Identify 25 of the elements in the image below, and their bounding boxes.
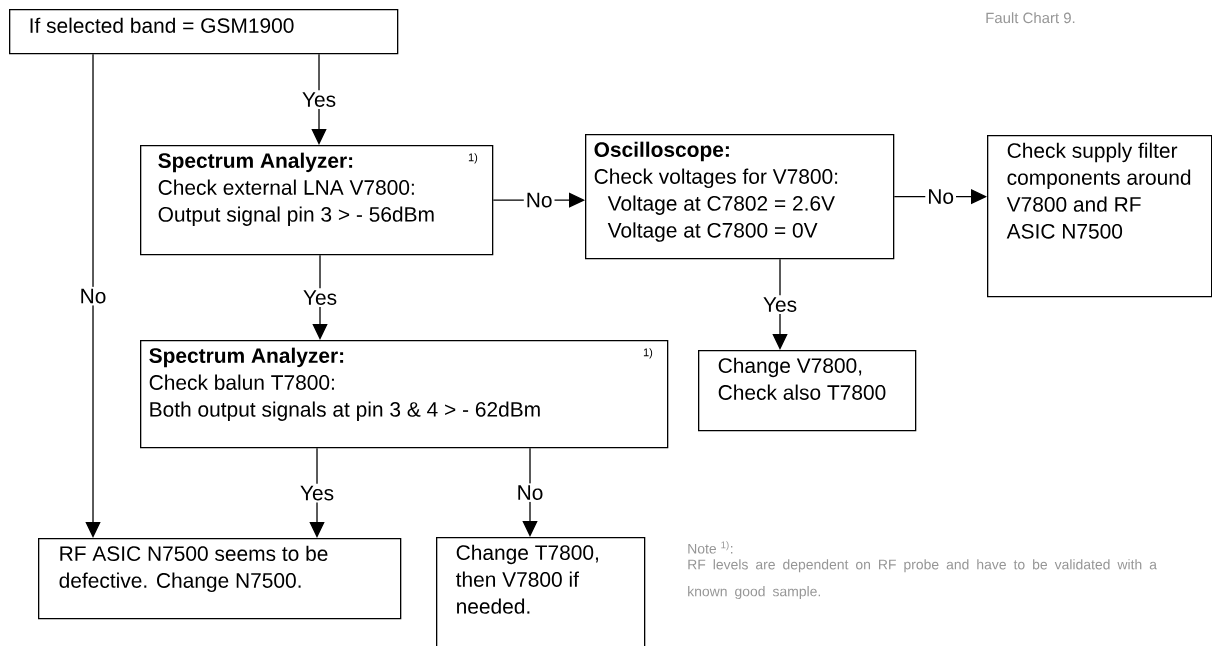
note-text: Note $^{1)}$: — [688, 541, 733, 554]
process-box: Change T7800, then V7800 if needed. — [436, 537, 646, 646]
arrow — [772, 258, 788, 350]
edge-label: Yes — [299, 90, 339, 109]
arrow — [312, 254, 328, 340]
arrow — [309, 447, 325, 538]
edge-label: No — [523, 190, 555, 210]
edge-label: No — [77, 286, 109, 306]
arrow — [522, 447, 538, 537]
footnote-mark: 1) — [643, 348, 653, 359]
edge-label: No — [514, 483, 546, 502]
process-box: Check supply filter components around V7800 and RF ASIC N7500 — [987, 135, 1212, 298]
edge-label: Yes — [300, 288, 340, 307]
arrow — [85, 53, 101, 538]
note-text: RF levels are dependent on RF probe and have to be validated with a known good sample. — [688, 559, 1157, 600]
process-box: Change V7800, Check also T7800 — [698, 350, 917, 432]
process-box: Oscilloscope: Check voltages for V7800: Voltage at C7802 = 2.6V Voltage at C7800 = 0V — [585, 134, 895, 260]
edge-label: Yes — [760, 295, 800, 314]
arrow — [311, 53, 327, 145]
note-text: Fault Chart 9. — [986, 12, 1075, 24]
process-box: If selected band = GSM1900 — [9, 9, 399, 55]
edge-label: No — [925, 187, 957, 206]
process-box: RF ASIC N7500 seems to be defective. Change N7500. — [38, 538, 402, 620]
edge-label: Yes — [297, 483, 337, 503]
footnote-mark: 1) — [468, 153, 478, 164]
